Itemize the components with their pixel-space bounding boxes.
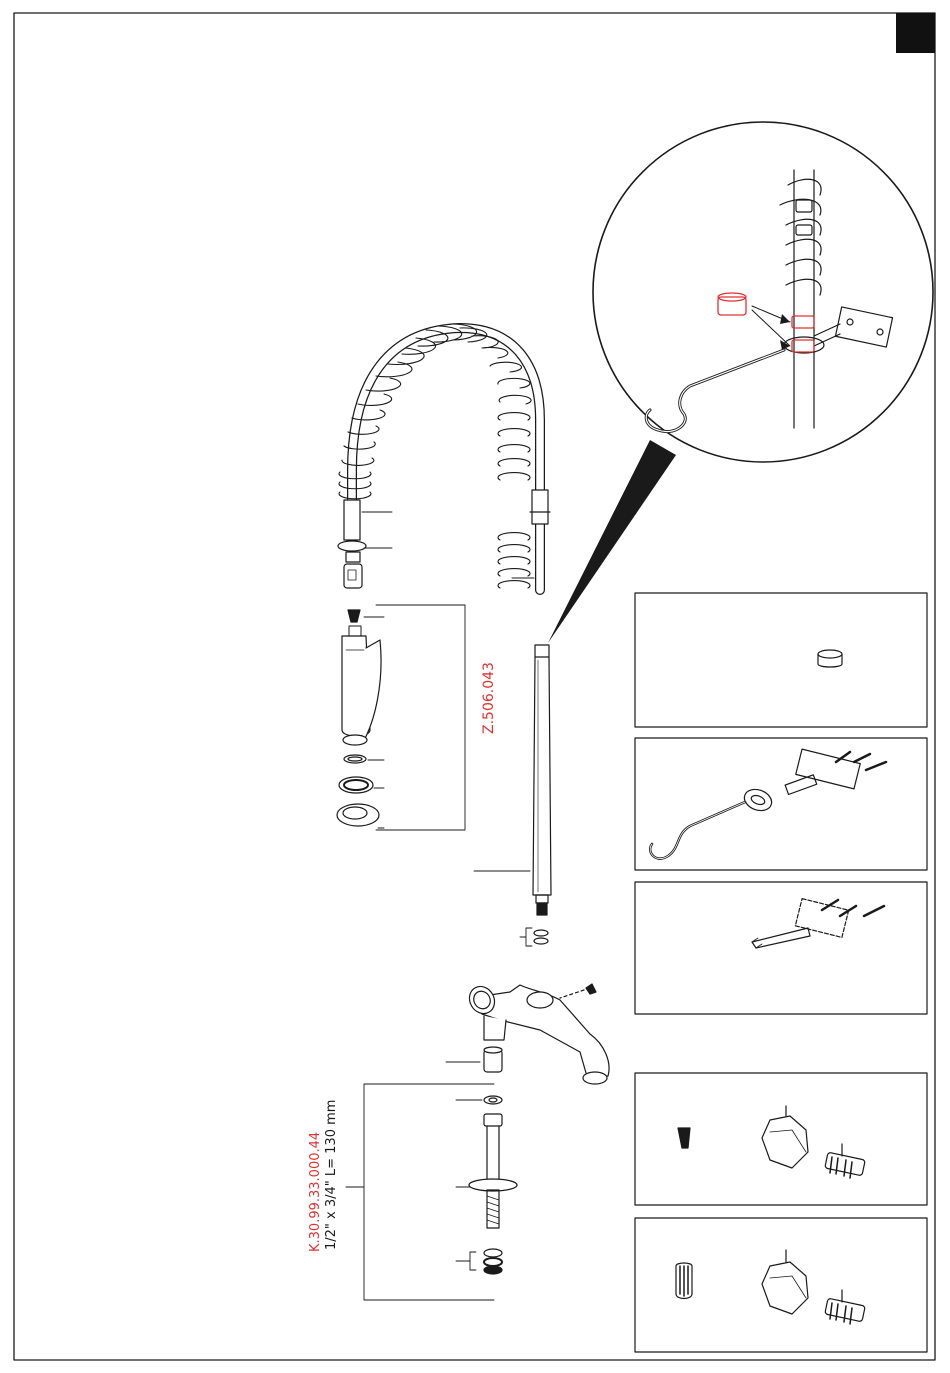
mixer-body: [465, 982, 609, 1084]
detail-callout-cone: [548, 440, 676, 643]
riser-code-label: K.30.99.33.000.44: [308, 1132, 323, 1252]
black-square-tab-icon: [896, 13, 935, 53]
spray-head-assembly: [337, 610, 381, 826]
shank-leader-lines: [346, 1084, 494, 1300]
supply-shank: [469, 1096, 517, 1274]
panel-hook-bracket: [635, 738, 927, 870]
panel-ring: [635, 593, 927, 727]
detail-view: [548, 122, 933, 643]
spray-assembly-code-label: Z.506.043: [481, 662, 497, 734]
panel-handle-2: [635, 1218, 927, 1352]
detail-circle: [593, 122, 933, 462]
panel-handle-1: [635, 1073, 927, 1205]
spring-hose: [338, 324, 550, 590]
riser-spec-label: 1/2" x 3/4" L= 130 mm: [324, 1100, 339, 1250]
panel-bracket-pin: [635, 882, 927, 1014]
spray-leader-lines: [364, 605, 465, 830]
